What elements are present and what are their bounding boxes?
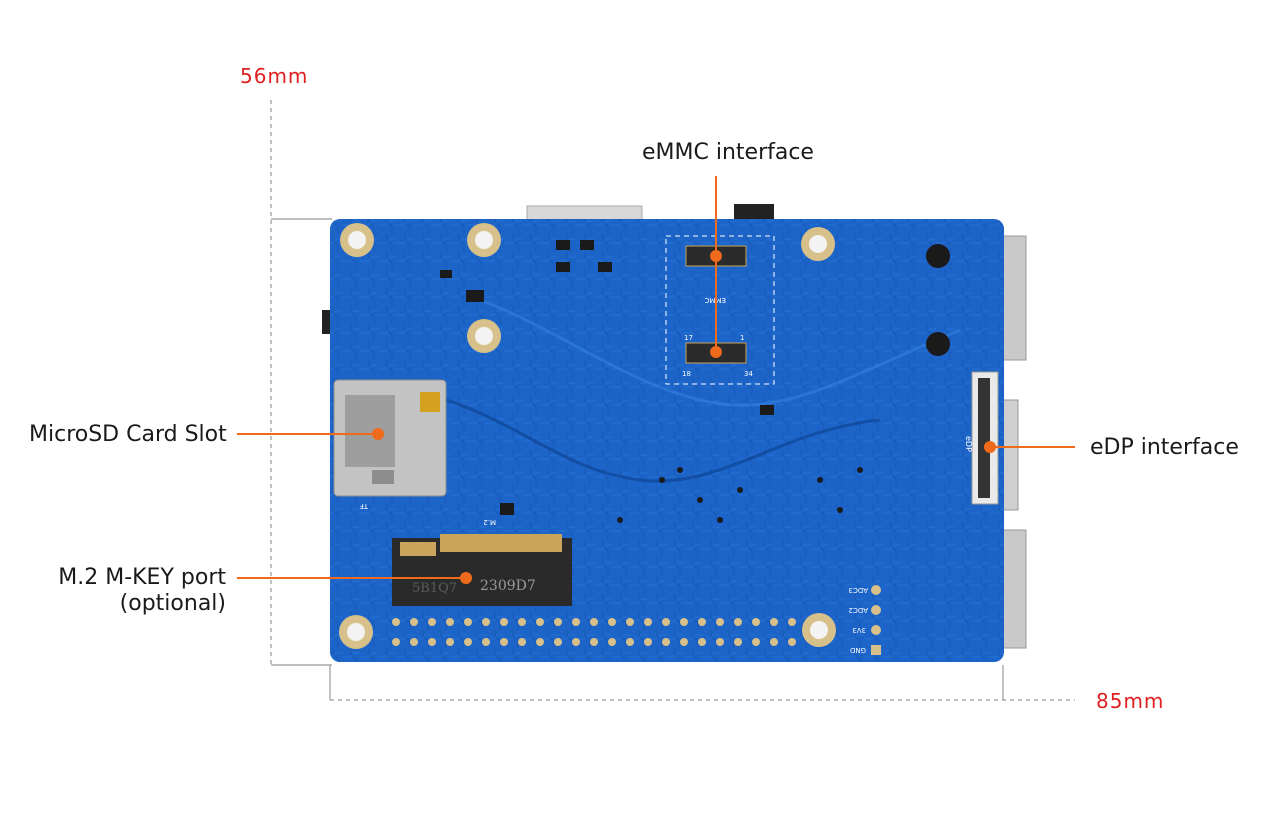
m2-slot: 5B1Q7 2309D7 M.2 [392, 518, 572, 606]
mounting-holes [339, 223, 836, 649]
width-dimension-label: 85mm [1096, 689, 1165, 713]
gpio-header [392, 618, 796, 646]
pin1-silkscreen: 1 [740, 334, 744, 342]
edp-interface-label: eDP interface [1090, 435, 1239, 460]
edp-connector: eDP [964, 371, 999, 505]
m2-optional-label: (optional) [119, 591, 226, 616]
3v3-silkscreen: 3V3 [852, 626, 866, 634]
height-dimension-label: 56mm [240, 64, 309, 88]
gnd-silkscreen: GND [850, 646, 866, 654]
edp-silkscreen: eDP [964, 436, 973, 452]
m2-port-label: M.2 M-KEY port [58, 565, 226, 590]
tf-silkscreen: TF [360, 502, 369, 510]
pin17-silkscreen: 17 [684, 334, 693, 342]
adc2-silkscreen: ADC2 [848, 606, 868, 614]
m2-chip-text: 2309D7 [480, 578, 536, 594]
smd-components [440, 240, 950, 523]
microsd-slot-label: MicroSD Card Slot [29, 422, 227, 447]
m2-chip-left-text: 5B1Q7 [412, 581, 457, 596]
adc3-silkscreen: ADC3 [848, 586, 868, 594]
pin34-silkscreen: 34 [744, 370, 753, 378]
callout-leaders [237, 176, 1075, 584]
pin18-silkscreen: 18 [682, 370, 691, 378]
m2-silkscreen: M.2 [483, 518, 496, 526]
dimension-lines [270, 100, 1075, 701]
emmc-interface-label: eMMC interface [642, 140, 814, 165]
adc-pads: ADC3 ADC2 3V3 GND [848, 585, 881, 655]
microsd-slot: TF [333, 379, 447, 510]
